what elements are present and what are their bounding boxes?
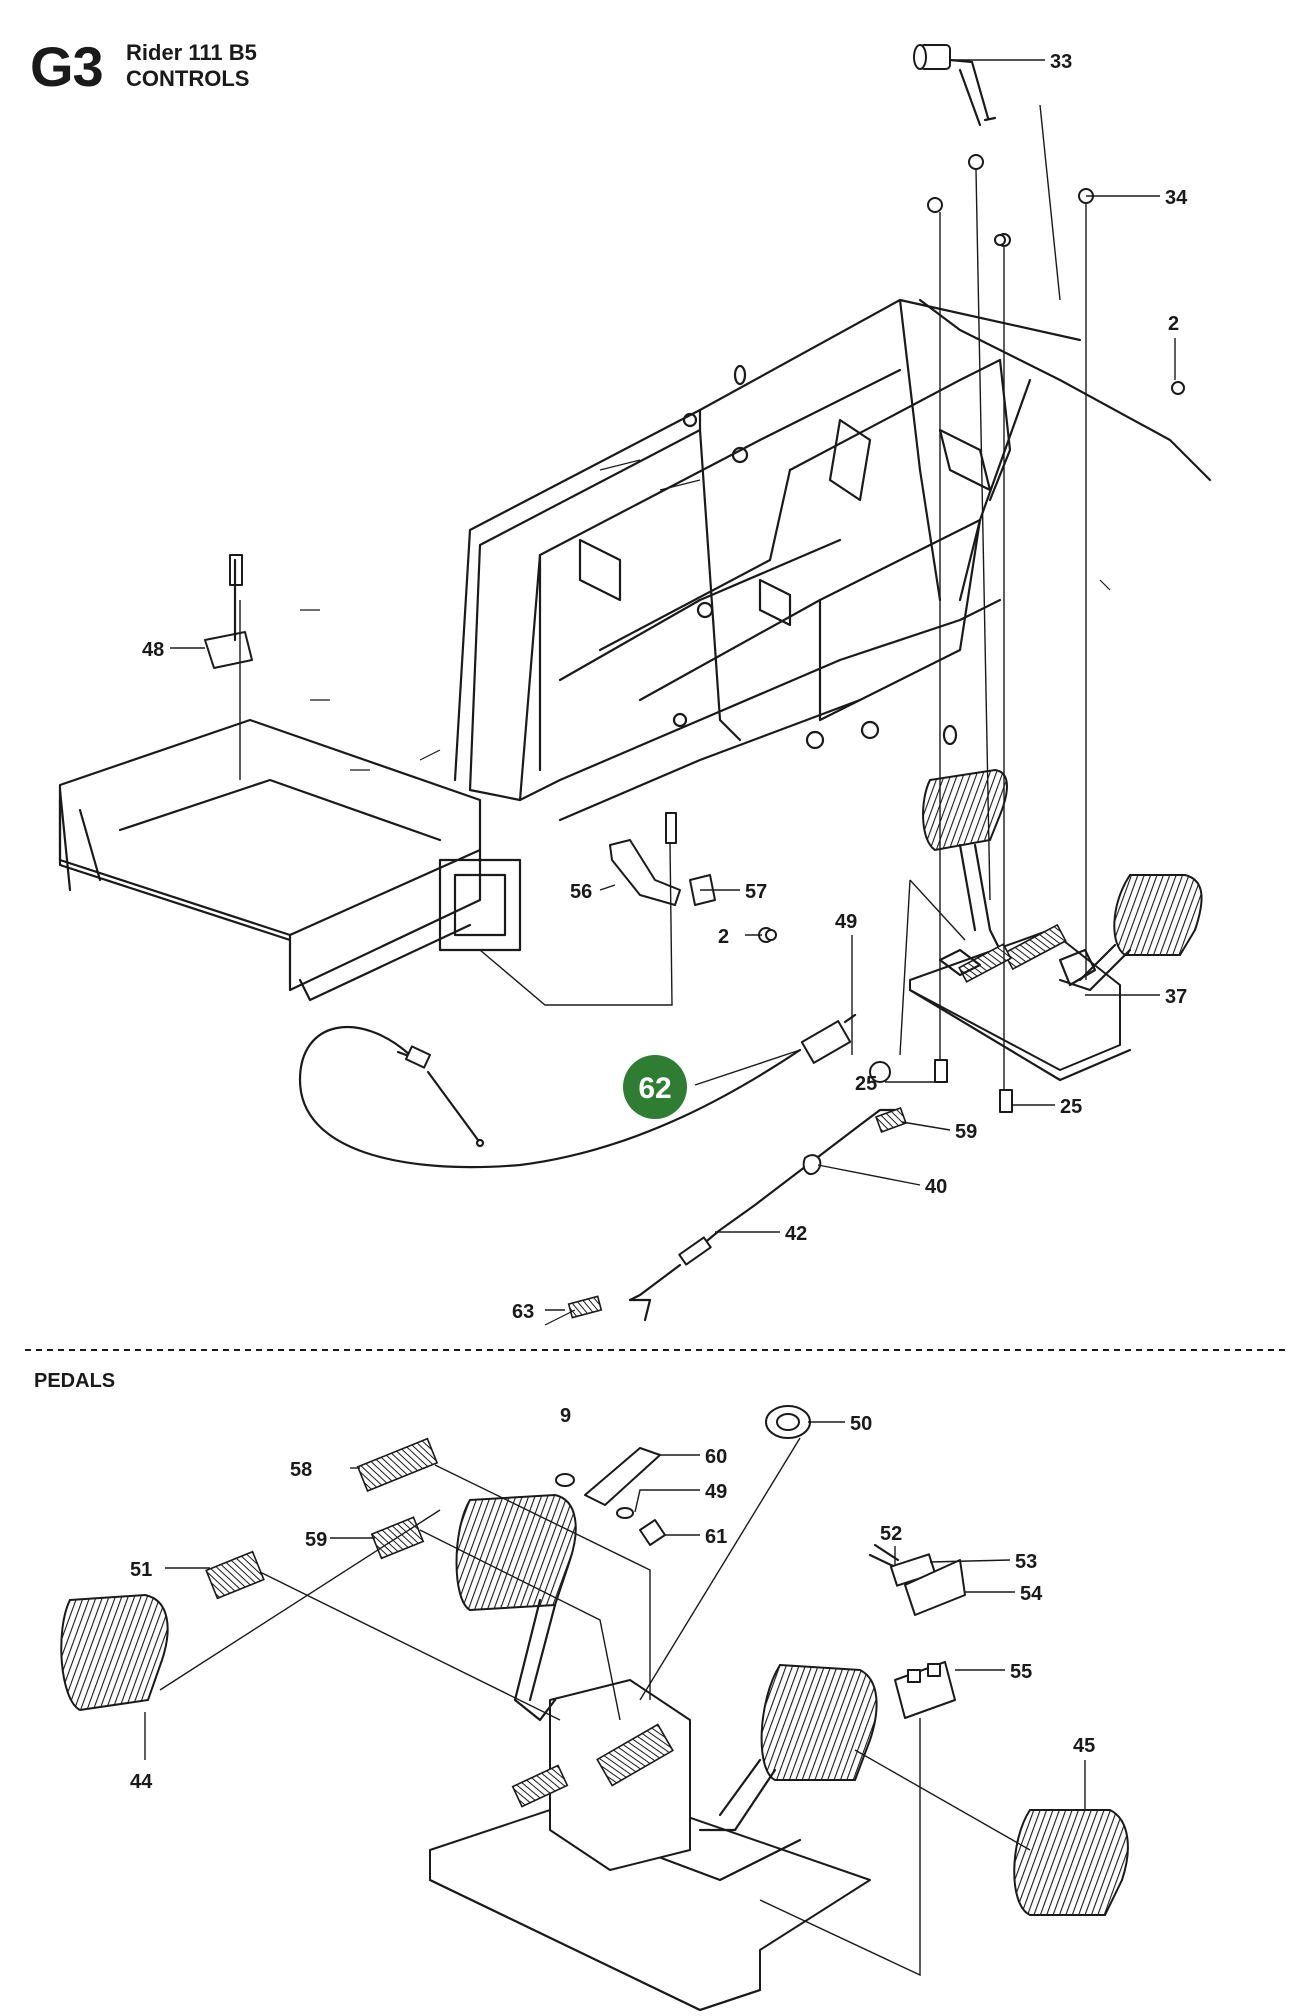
callout-52[interactable]: 52 xyxy=(880,1523,902,1545)
callout-33[interactable]: 33 xyxy=(1050,51,1072,73)
highlight-badge-label: 62 xyxy=(638,1072,671,1105)
callout-50[interactable]: 50 xyxy=(850,1413,872,1435)
callout-9[interactable]: 9 xyxy=(560,1405,571,1427)
pedal-assembly-top xyxy=(908,768,1203,1082)
callout-34[interactable]: 34 xyxy=(1165,187,1188,209)
callout-42[interactable]: 42 xyxy=(785,1223,807,1245)
throttle-lever xyxy=(913,44,997,127)
section-code: G3 xyxy=(30,35,104,98)
callout-49-pedals[interactable]: 49 xyxy=(705,1481,727,1503)
callout-54[interactable]: 54 xyxy=(1020,1583,1043,1605)
callout-60[interactable]: 60 xyxy=(705,1446,727,1468)
callout-59-top[interactable]: 59 xyxy=(955,1121,977,1143)
section-title: CONTROLS xyxy=(126,66,250,91)
callout-57[interactable]: 57 xyxy=(745,881,767,903)
highlight-part-62[interactable]: 62 xyxy=(623,1055,687,1119)
control-cable xyxy=(298,1013,891,1169)
callout-25-right[interactable]: 25 xyxy=(1060,1096,1082,1118)
callout-59-pedals[interactable]: 59 xyxy=(305,1529,327,1551)
callout-37[interactable]: 37 xyxy=(1165,986,1187,1008)
callout-63[interactable]: 63 xyxy=(512,1301,534,1323)
pedal-exploded-view xyxy=(60,1405,1129,2012)
callout-56[interactable]: 56 xyxy=(570,881,592,903)
callout-2-top[interactable]: 2 xyxy=(1168,313,1179,335)
callout-53[interactable]: 53 xyxy=(1015,1551,1037,1573)
callout-61[interactable]: 61 xyxy=(705,1526,727,1548)
brackets xyxy=(204,558,777,941)
callout-44[interactable]: 44 xyxy=(130,1771,153,1793)
callout-2-bracket[interactable]: 2 xyxy=(718,926,729,948)
callout-51[interactable]: 51 xyxy=(130,1559,152,1581)
callout-40[interactable]: 40 xyxy=(925,1176,947,1198)
model-name: Rider 111 B5 xyxy=(126,40,257,65)
callout-45[interactable]: 45 xyxy=(1073,1735,1095,1757)
throttle-cable xyxy=(544,1107,907,1326)
callout-labels: 33 34 2 48 56 57 2 49 37 25 25 59 40 42 … xyxy=(130,51,1188,1793)
callout-49-top[interactable]: 49 xyxy=(835,911,857,933)
highlight-badge-circle xyxy=(623,1055,687,1119)
callout-58[interactable]: 58 xyxy=(290,1459,312,1481)
callout-25-left[interactable]: 25 xyxy=(855,1073,877,1095)
callout-55[interactable]: 55 xyxy=(1010,1661,1032,1683)
pedals-subsection-title: PEDALS xyxy=(34,1370,116,1392)
chassis-frame xyxy=(58,298,1212,1002)
leader-lines xyxy=(144,59,1176,1977)
callout-48[interactable]: 48 xyxy=(142,639,164,661)
